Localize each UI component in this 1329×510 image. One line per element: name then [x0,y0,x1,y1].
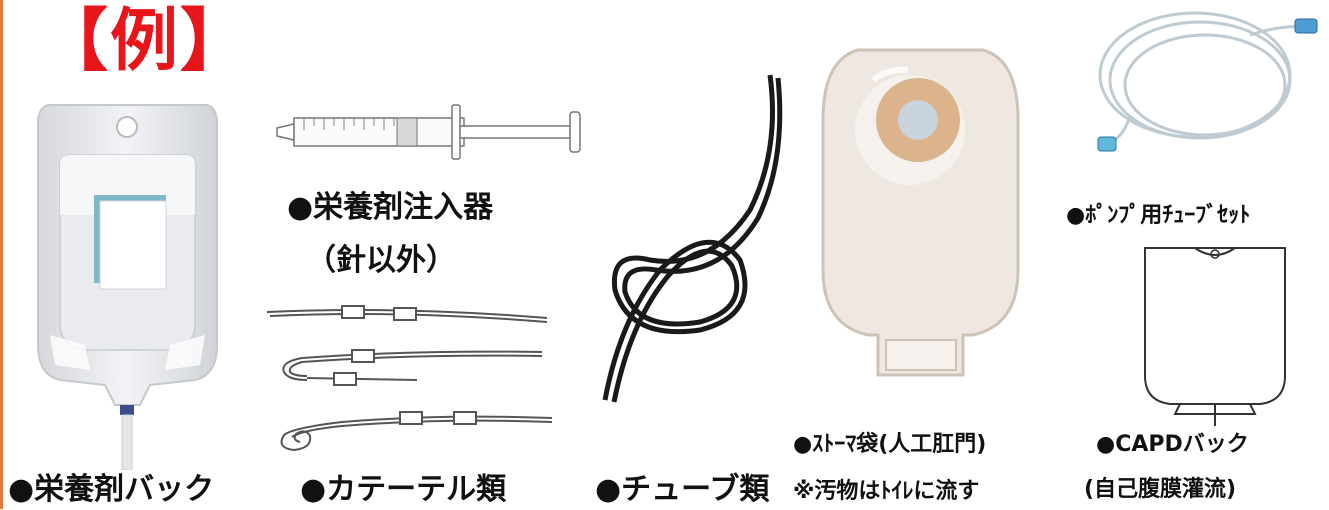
tube-icon [590,70,790,410]
stoma-bag-icon [818,40,1023,380]
left-accent-bar [0,0,3,509]
syringe-icon [272,100,592,165]
nutrient-bag-label: ●栄養剤バック [8,472,215,507]
stoma-label: ●ｽﾄｰﾏ袋(人工肛門) [793,432,987,457]
page-title: 【例】 [40,2,251,81]
stoma-note: ※汚物はﾄｲﾚに流す [793,479,980,504]
tube-label: ●チューブ類 [595,472,770,507]
capd-label: ●CAPDバック [1096,432,1249,457]
catheter-label: ●カテーテル類 [300,472,507,507]
pump-tube-set-icon [1090,5,1325,165]
capd-note: (自己腹膜灌流) [1084,477,1237,502]
nutrient-bag-icon [30,95,225,470]
catheter-icon [262,300,557,460]
capd-bag-icon [1135,236,1295,426]
syringe-note: （針以外） [306,243,456,278]
syringe-label: ●栄養剤注入器 [287,190,494,225]
pump-tube-label: ●ﾎﾟﾝﾌﾟ用ﾁｭｰﾌﾞｾｯﾄ [1066,203,1251,228]
